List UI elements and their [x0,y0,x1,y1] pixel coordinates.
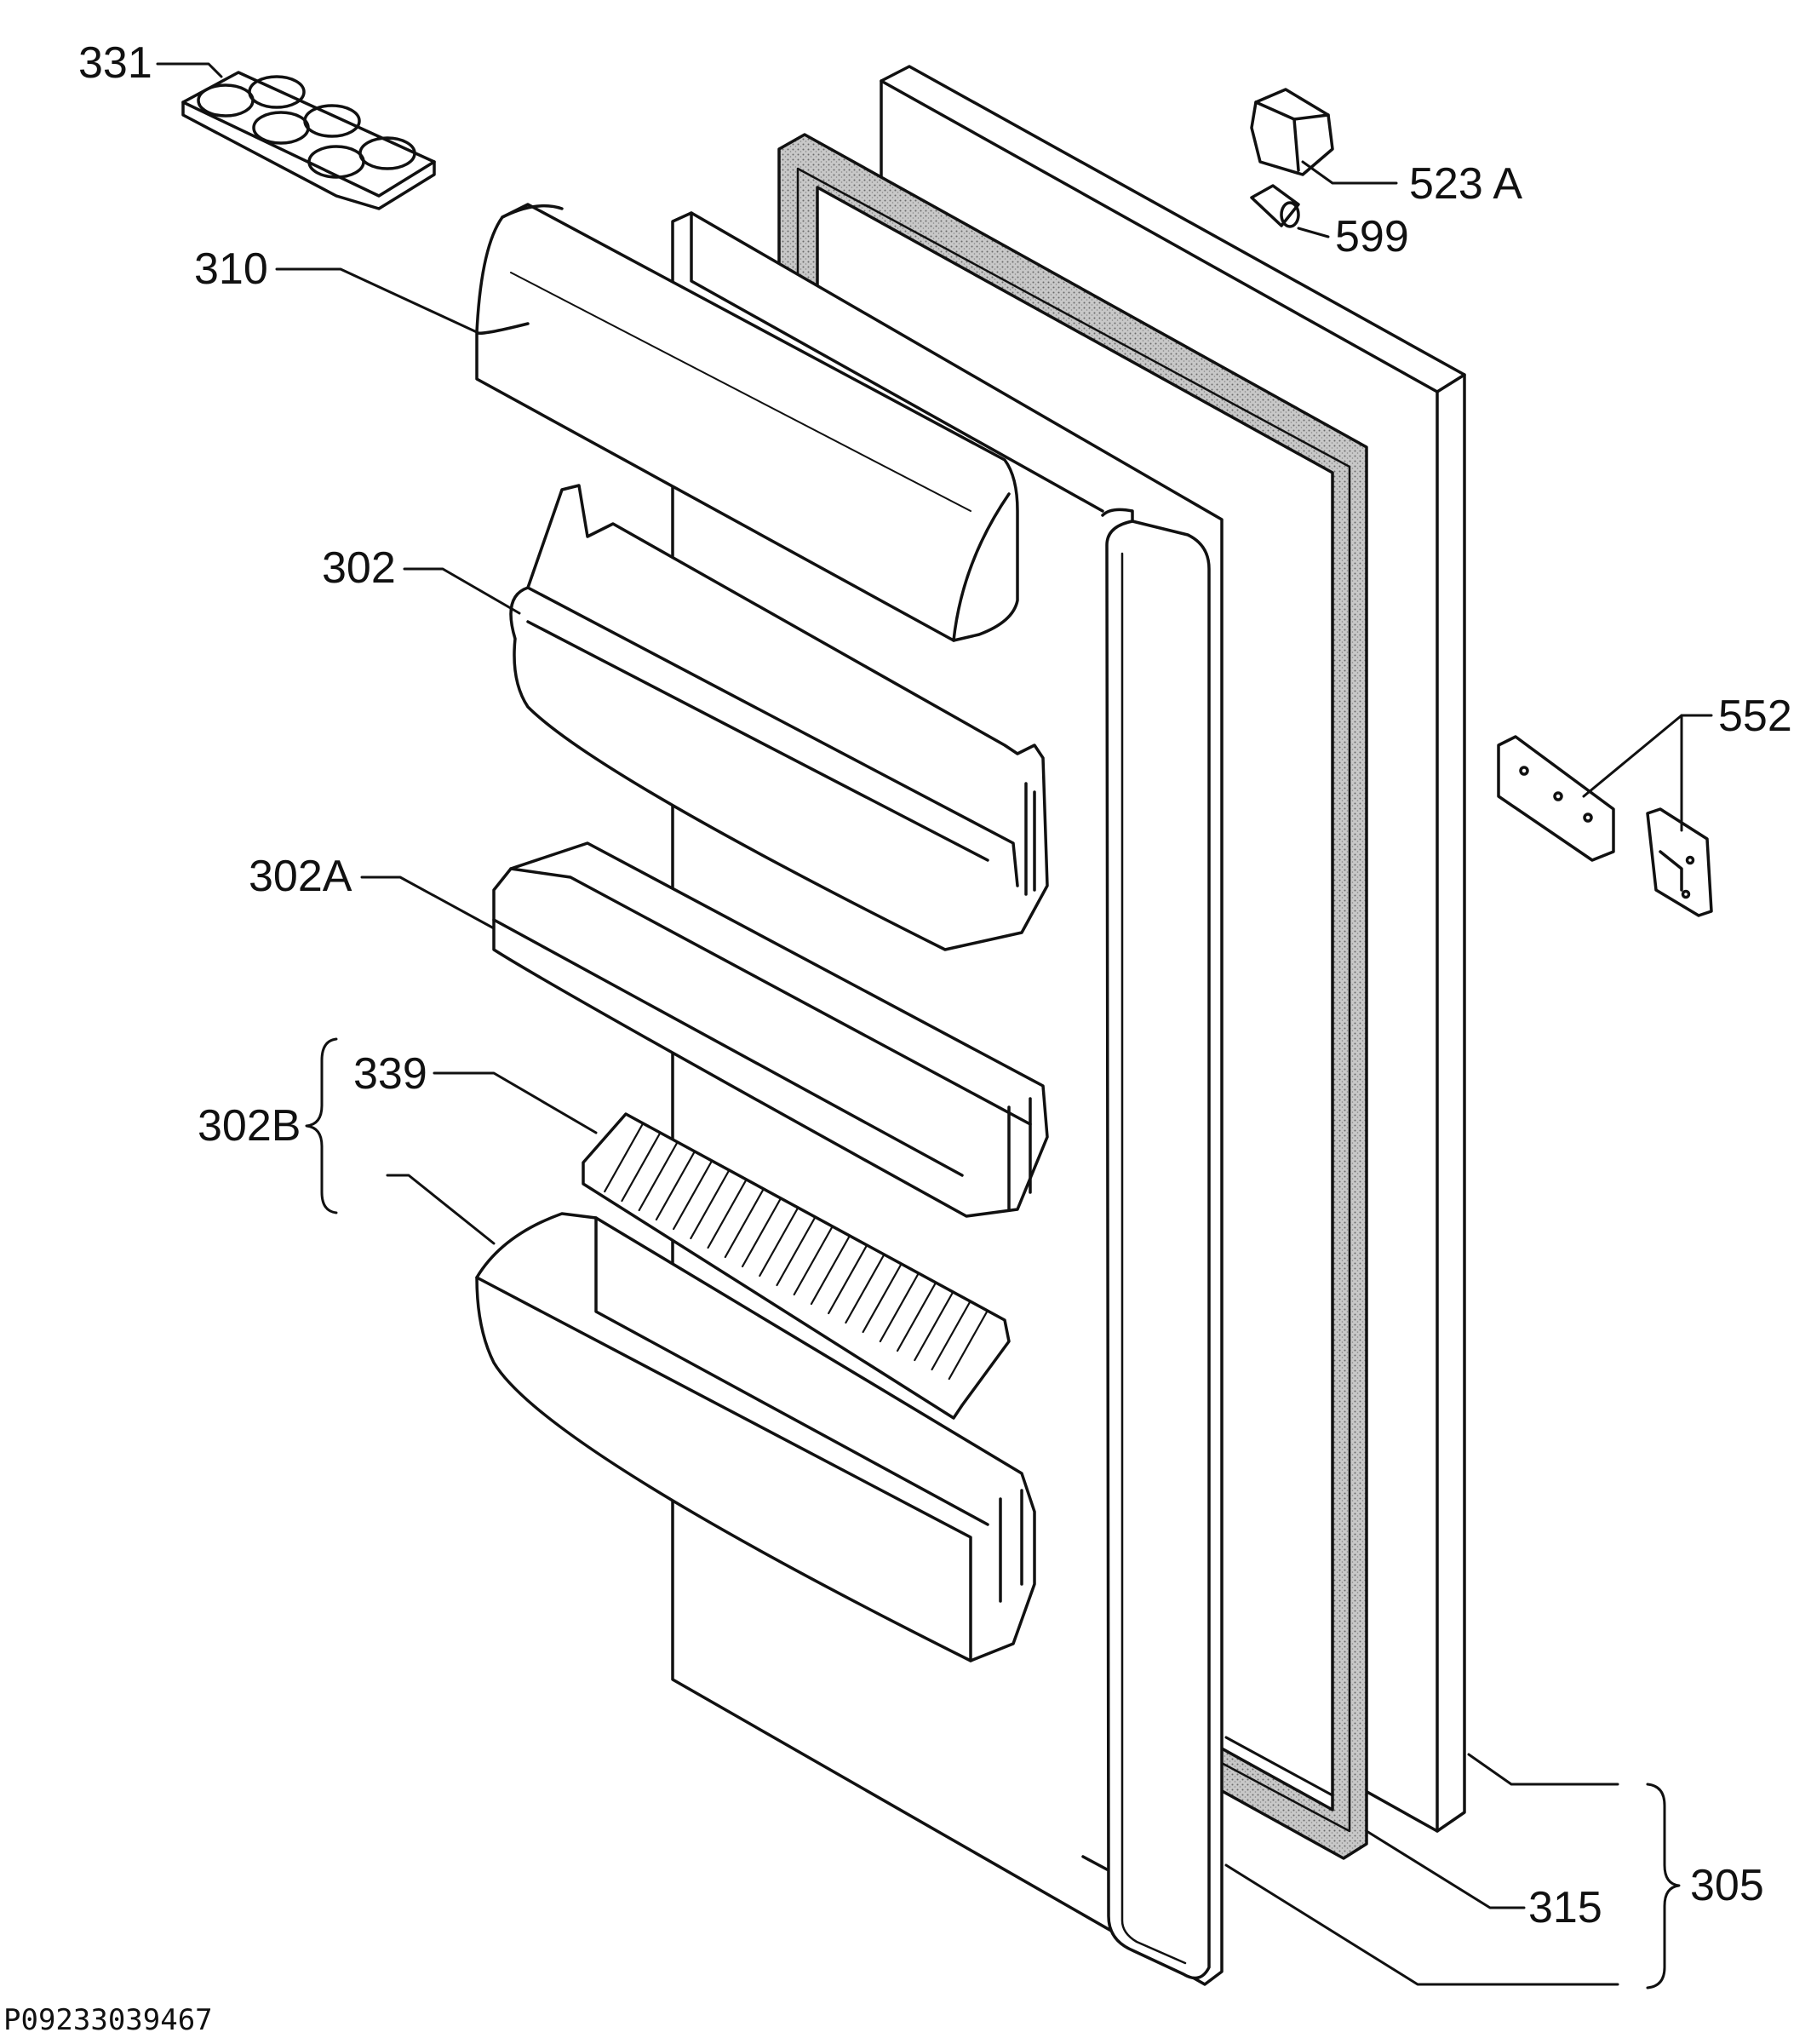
door-shelf-302B [475,1212,1036,1662]
door-shelf-302 [509,484,1049,951]
label-552: 552 [1718,692,1792,741]
insert-rib [759,1206,799,1278]
insert-rib [690,1168,731,1240]
insert-rib [845,1253,885,1324]
label-305: 305 [1690,1861,1764,1910]
insert-rib [621,1131,662,1203]
insert-rib [862,1262,903,1334]
egg-tray [181,71,436,210]
dairy-compartment [475,203,1019,642]
insert-rib [810,1234,851,1306]
insert-rib [948,1309,989,1381]
door-shelf-302A [492,841,1049,1218]
hinge-bracket-plate [1497,735,1615,862]
drawing-code: P09233039467 [3,2003,213,2037]
label-302A: 302A [249,852,352,901]
leader-lines [156,62,1713,1989]
hinge-cap [1250,88,1334,176]
insert-rib [741,1197,782,1268]
insert-rib [896,1281,937,1352]
label-331: 331 [78,38,152,88]
insert-rib [776,1215,817,1287]
insert-rib [638,1140,679,1212]
insert-rib [828,1243,868,1315]
label-310: 310 [194,244,268,294]
label-302: 302 [322,543,396,593]
insert-rib [931,1300,971,1371]
insert-rib [793,1225,834,1296]
hinge-bracket-clip [1646,807,1713,917]
label-315: 315 [1528,1883,1602,1932]
shelf-insert [582,1112,1011,1420]
insert-rib [655,1150,696,1221]
label-599: 599 [1335,212,1409,261]
insert-rib [724,1187,765,1259]
label-339: 339 [353,1049,427,1099]
insert-rib [604,1122,645,1193]
hinge-pin [1250,184,1300,228]
insert-rib [673,1159,714,1231]
insert-rib [879,1272,920,1343]
insert-rib [914,1290,954,1362]
label-523A: 523 A [1409,159,1523,209]
insert-rib [707,1178,748,1249]
label-302B: 302B [198,1101,301,1151]
